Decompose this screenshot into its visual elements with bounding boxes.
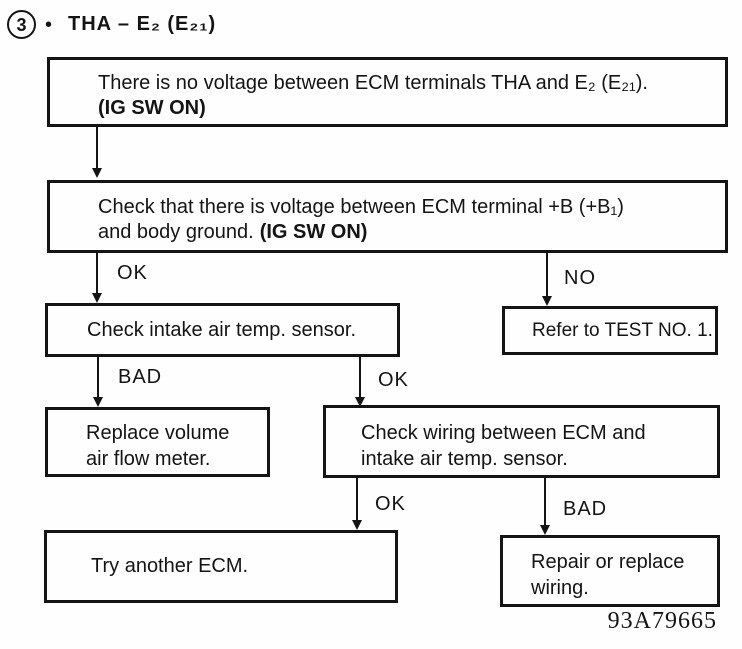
arrow-sensor-bad (97, 357, 99, 399)
arrowhead-icon (93, 397, 103, 407)
edge-label-wiring-bad: BAD (563, 498, 608, 520)
arrowhead-icon (92, 168, 102, 178)
edge-label-sensor-ok: OK (378, 369, 409, 391)
check-b-voltage-line1: Check that there is voltage between ECM … (98, 196, 624, 218)
edge-label-wiring-ok: OK (375, 493, 406, 515)
arrowhead-icon (540, 525, 550, 535)
check-sensor-text: Check intake air temp. sensor. (87, 318, 357, 341)
flowchart-box-repair-wiring: Repair or replace wiring. (500, 535, 720, 607)
check-b-voltage-line2-text: and body ground. (98, 221, 254, 243)
check-b-voltage-line2-bold: (IG SW ON) (259, 221, 368, 243)
check-b-voltage-line2: and body ground.(IG SW ON) (98, 220, 725, 245)
arrow-voltage-ok (96, 253, 98, 295)
step-number: 3 (16, 14, 27, 35)
flowchart-box-check-b-voltage: Check that there is voltage between ECM … (47, 180, 728, 253)
arrow-symptom-to-check (96, 127, 98, 170)
edge-label-sensor-bad: BAD (118, 366, 163, 388)
flowchart-box-try-ecm: Try another ECM. (44, 530, 398, 603)
arrow-wiring-ok (356, 478, 358, 522)
repair-wiring-line1: Repair or replace (531, 551, 685, 573)
flowchart-box-symptom: There is no voltage between ECM terminal… (47, 57, 728, 127)
repair-wiring-line2: wiring. (531, 577, 589, 599)
flowchart-box-check-sensor: Check intake air temp. sensor. (45, 303, 400, 357)
arrow-sensor-ok (359, 357, 361, 399)
check-wiring-line1: Check wiring between ECM and (361, 422, 646, 444)
arrow-voltage-no (546, 253, 548, 297)
edge-label-voltage-ok: OK (117, 262, 148, 284)
refer-test-text: Refer to TEST NO. 1. (532, 320, 713, 341)
symptom-line1: There is no voltage between ECM terminal… (98, 72, 648, 94)
symptom-line2: (IG SW ON) (98, 97, 206, 119)
flowchart-box-replace-afm: Replace volume air flow meter. (45, 407, 270, 477)
arrowhead-icon (542, 296, 552, 306)
bullet-icon: • (45, 13, 53, 36)
arrowhead-icon (355, 397, 365, 407)
arrowhead-icon (352, 520, 362, 530)
figure-code: 93A79665 (607, 608, 717, 634)
replace-afm-line2: air flow meter. (86, 448, 211, 470)
arrowhead-icon (92, 293, 102, 303)
page-title: THA – E₂ (E₂₁) (68, 13, 217, 35)
arrow-wiring-bad (544, 478, 546, 527)
flowchart-header: 3 • THA – E₂ (E₂₁) (7, 10, 216, 39)
replace-afm-line1: Replace volume (86, 422, 230, 444)
check-wiring-line2: intake air temp. sensor. (361, 448, 568, 470)
edge-label-voltage-no: NO (564, 267, 596, 289)
try-ecm-text: Try another ECM. (91, 555, 249, 577)
flowchart-box-check-wiring: Check wiring between ECM and intake air … (323, 405, 720, 478)
step-number-circled: 3 (7, 10, 36, 39)
flowchart-box-refer-test: Refer to TEST NO. 1. (502, 306, 718, 355)
